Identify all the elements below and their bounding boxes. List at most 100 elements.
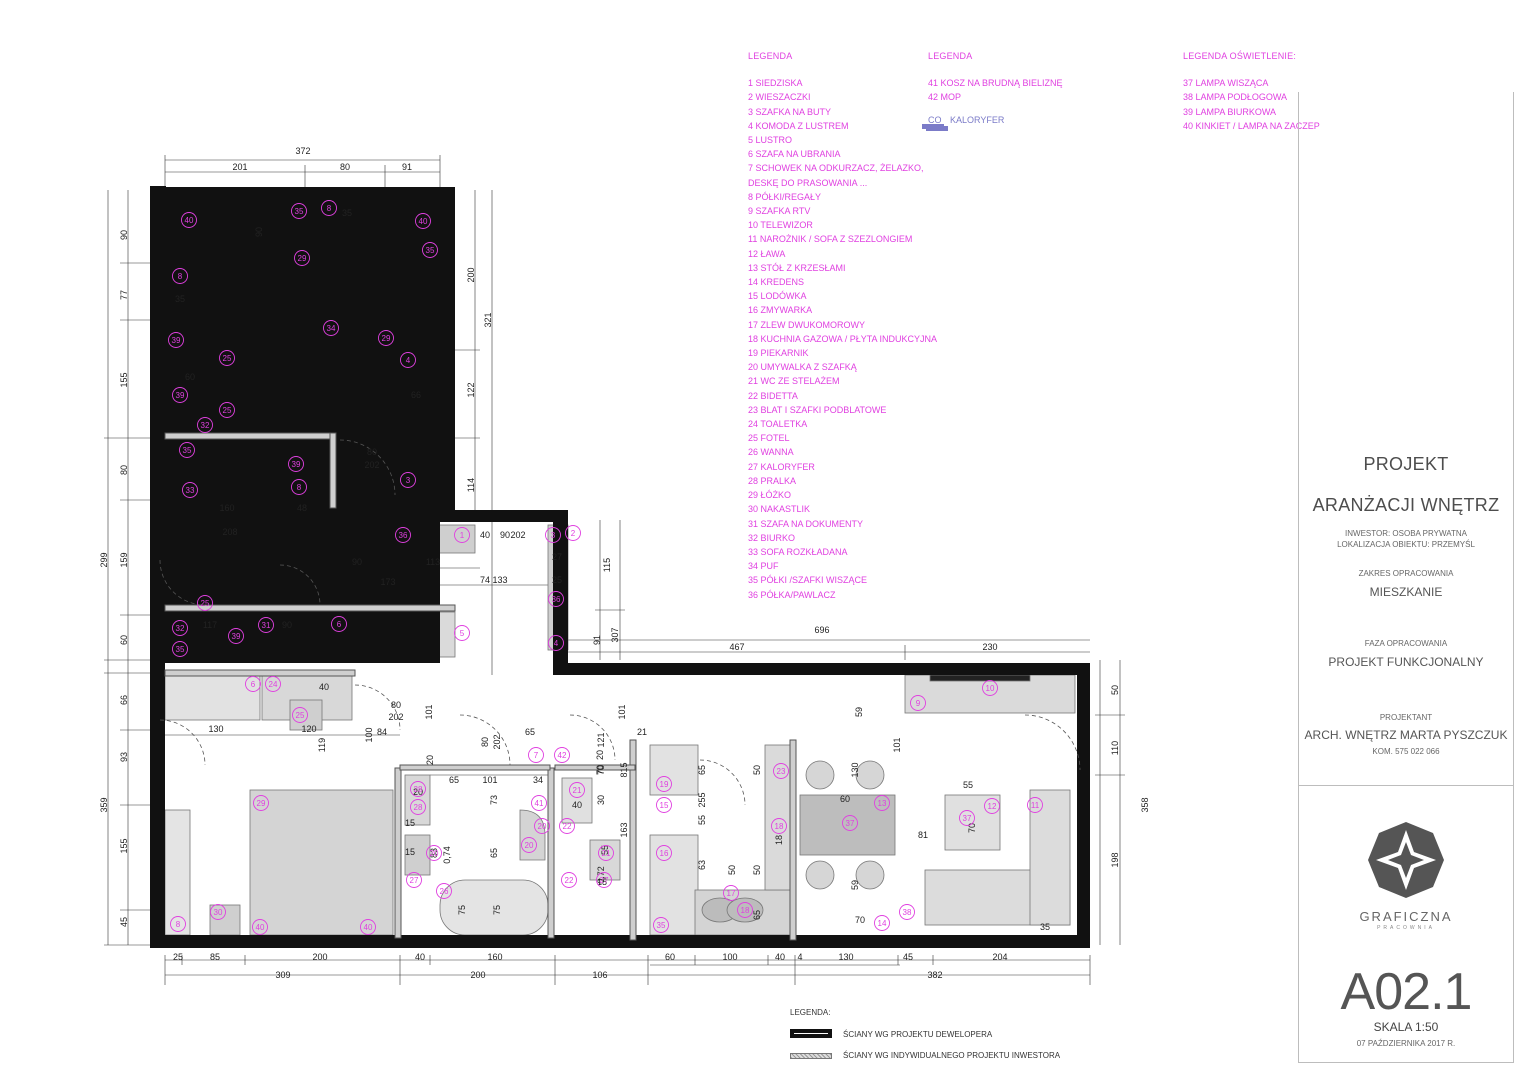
dimension-label: 60	[185, 372, 195, 382]
dimension-label: 91	[592, 635, 602, 645]
item-marker-label: 35	[183, 446, 192, 455]
dimension-label: 75	[492, 905, 502, 915]
item-marker-label: 20	[538, 822, 547, 831]
dimension-label: 101	[617, 704, 627, 719]
legend-rooms-heading: LEGENDA	[748, 51, 793, 61]
dimension-label: 372	[295, 146, 310, 156]
item-marker-label: 29	[382, 334, 391, 343]
item-marker-circle	[219, 350, 235, 366]
legend-room-item: 10 TELEWIZOR	[748, 220, 813, 231]
item-marker-circle	[228, 628, 244, 644]
item-marker-circle	[252, 919, 268, 935]
item-marker-label: 25	[201, 599, 210, 608]
item-marker-circle	[410, 781, 426, 797]
item-marker-label: 16	[660, 849, 669, 858]
item-marker-label: 30	[214, 908, 223, 917]
legend-room-item: 3 SZAFKA NA BUTY	[748, 106, 832, 117]
legend-extra-item: 42 MOP	[928, 92, 962, 103]
dimension-label: 90	[500, 530, 510, 540]
dimension-label: 255	[697, 792, 707, 807]
item-marker-circle	[899, 904, 915, 920]
item-marker-label: 36	[399, 531, 408, 540]
item-marker-circle	[982, 680, 998, 696]
item-marker-circle	[168, 332, 184, 348]
legend-room-item: 7 SCHOWEK NA ODKURZACZ, ŻELAZKO,	[748, 163, 924, 174]
dimension-label: 77	[119, 290, 129, 300]
legend-room-item: 20 UMYWALKA Z SZAFKĄ	[748, 362, 857, 373]
dimension-label: 359	[99, 797, 109, 812]
bottom-legend-heading: LEGENDA:	[790, 1008, 831, 1017]
item-marker-label: 40	[419, 217, 428, 226]
item-marker-label: 32	[201, 421, 210, 430]
item-marker-label: 9	[916, 699, 921, 708]
legend-room-item: 31 SZAFA NA DOKUMENTY	[748, 518, 864, 529]
item-marker-label: 23	[777, 767, 786, 776]
dimension-label: 40	[415, 952, 425, 962]
dimension-label: 20	[425, 755, 435, 765]
item-marker-label: 26	[440, 887, 449, 896]
dimension-label: 48	[297, 503, 307, 513]
item-marker-circle	[219, 402, 235, 418]
item-marker-label: 8	[297, 483, 302, 492]
item-marker-label: 35	[176, 645, 185, 654]
item-marker-circle	[291, 203, 307, 219]
door-swings	[159, 439, 1081, 806]
item-marker-label: 40	[364, 923, 373, 932]
dimension-label: 159	[119, 552, 129, 567]
item-marker-circle	[172, 620, 188, 636]
item-marker-label: 25	[223, 406, 232, 415]
item-marker-circle	[410, 799, 426, 815]
dimension-label: 70	[596, 765, 606, 775]
dimension-label: 40	[480, 530, 490, 540]
dimension-label: 202	[364, 460, 379, 470]
legend-extra-heading: LEGENDA	[928, 51, 973, 61]
legend-light-item: 39 LAMPA BIURKOWA	[1183, 106, 1277, 117]
dimension-label: 50	[727, 865, 737, 875]
dimension-label: 85	[210, 952, 220, 962]
item-marker-label: 11	[1031, 801, 1040, 810]
legend-room-item: 2 WIESZACZKI	[748, 92, 811, 103]
legend-room-item: 25 FOTEL	[748, 433, 790, 444]
dimension-label: 80	[391, 700, 401, 710]
phase-label: FAZA OPRACOWANIA	[1364, 639, 1448, 648]
item-marker-circle	[331, 616, 347, 632]
item-marker-label: 8	[178, 272, 183, 281]
item-marker-label: 27	[600, 876, 609, 885]
legend-room-item: 36 PÓŁKA/PAWLACZ	[748, 589, 836, 600]
location: LOKALIZACJA OBIEKTU: PRZEMYŚL	[1337, 540, 1475, 549]
dimension-label: 81	[918, 830, 928, 840]
item-marker-label: 42	[558, 751, 567, 760]
item-marker-circle	[395, 527, 411, 543]
dimension-label: 74	[480, 575, 490, 585]
dimension-label: 25	[173, 952, 183, 962]
dimension-label: 110	[1110, 741, 1120, 755]
dimension-label: 163	[619, 822, 629, 837]
dimension-label: 309	[275, 970, 290, 980]
legend-room-item: 32 BIURKO	[748, 532, 796, 543]
legend-co-row: CO KALORYFER	[926, 113, 1063, 131]
item-marker-label: 29	[257, 799, 266, 808]
item-marker-label: 40	[256, 923, 265, 932]
dimension-label: 80	[119, 465, 129, 475]
dimension-label: 130	[838, 952, 853, 962]
item-marker-label: 37	[846, 819, 855, 828]
item-marker-label: 39	[292, 460, 301, 469]
dimension-label: 65	[752, 910, 762, 920]
dimension-label: 20	[413, 787, 423, 797]
item-marker-circle	[653, 917, 669, 933]
dimension-label: 101	[482, 775, 497, 785]
item-marker-label: 8	[176, 920, 181, 929]
item-marker-label: 36	[552, 595, 561, 604]
item-marker-circle	[172, 387, 188, 403]
item-marker-circle	[265, 676, 281, 692]
legend-room-item: 35 PÓŁKI /SZAFKI WISZĄCE	[748, 575, 868, 586]
item-marker-label: 39	[172, 336, 181, 345]
wall-dev-swatch	[790, 1029, 832, 1038]
radiator-swatch	[926, 125, 948, 131]
dimension-label: 173	[380, 577, 395, 587]
dimension-label: 204	[992, 952, 1007, 962]
dimension-label: 65	[697, 765, 707, 775]
item-marker-label: 19	[660, 780, 669, 789]
dimension-label: 130	[850, 762, 860, 777]
